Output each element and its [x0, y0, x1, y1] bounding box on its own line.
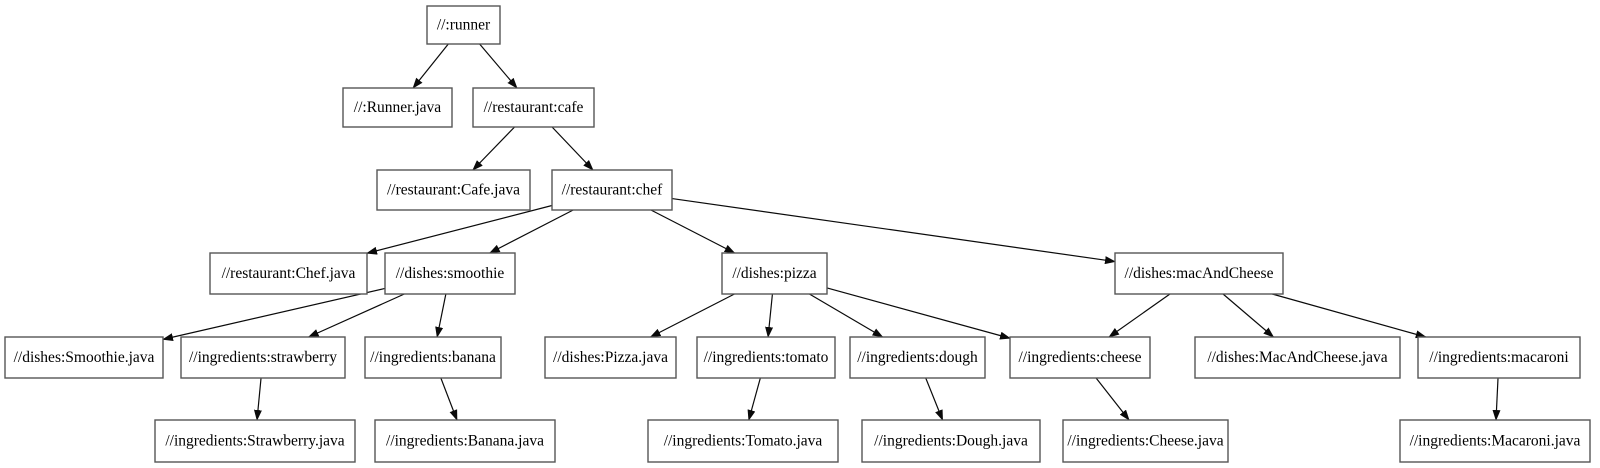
graph-node-cafe-java: //restaurant:Cafe.java [376, 169, 531, 211]
graph-node-label: //ingredients:tomato [704, 349, 829, 366]
graph-node-box [544, 336, 677, 379]
graph-node-cheese: //ingredients:cheese [1009, 336, 1151, 379]
graph-edge-macandcheese-macandcheese-java [1222, 293, 1275, 338]
graph-node-dough-java: //ingredients:Dough.java [861, 419, 1041, 463]
graph-node-box [861, 419, 1041, 463]
graph-node-cheese-java: //ingredients:Cheese.java [1062, 419, 1229, 463]
graph-node-label: //restaurant:Cafe.java [387, 182, 520, 199]
graph-edge-smoothie-strawberry [307, 293, 405, 338]
graph-edge-pizza-tomato [765, 293, 774, 338]
graph-node-box [154, 419, 356, 463]
graph-node-box [384, 252, 516, 295]
graph-node-label: //ingredients:Dough.java [874, 433, 1028, 450]
graph-node-macandcheese-java: //dishes:MacAndCheese.java [1194, 336, 1401, 379]
graph-edge-cheese-cheese-java [1095, 377, 1130, 421]
graph-node-box [1009, 336, 1151, 379]
graph-node-label: //ingredients:Tomato.java [664, 433, 823, 450]
graph-node-macandcheese: //dishes:macAndCheese [1114, 252, 1284, 295]
graph-node-box [472, 87, 595, 128]
graph-edge-runner-cafe [479, 43, 518, 89]
graph-node-banana: //ingredients:banana [364, 336, 502, 379]
graph-edge-runner-runner-java [412, 43, 449, 89]
graph-node-box [849, 336, 986, 379]
graph-node-tomato-java: //ingredients:Tomato.java [647, 419, 839, 463]
graph-node-label: //dishes:pizza [732, 265, 816, 282]
graph-node-label: //dishes:Smoothie.java [14, 349, 155, 366]
graph-node-label: //ingredients:Banana.java [386, 433, 544, 450]
graph-node-tomato: //ingredients:tomato [696, 336, 836, 379]
graph-node-label: //ingredients:Strawberry.java [165, 433, 344, 450]
graph-node-label: //:runner [437, 17, 491, 34]
graph-node-label: //restaurant:chef [562, 182, 664, 199]
graph-node-box [209, 252, 368, 295]
graph-edge-macaroni-macaroni-java [1492, 377, 1501, 421]
nodes-layer: //:runner //:Runner.java //restaurant:cafe… [4, 5, 1591, 463]
graph-node-box [551, 169, 673, 211]
graph-node-macaroni-java: //ingredients:Macaroni.java [1399, 419, 1591, 463]
graph-node-label: //ingredients:dough [857, 349, 978, 366]
graph-node-label: //restaurant:cafe [484, 99, 584, 116]
graph-node-box [376, 169, 531, 211]
graph-node-dough: //ingredients:dough [849, 336, 986, 379]
graph-node-label: //dishes:MacAndCheese.java [1207, 349, 1387, 366]
graph-node-label: //ingredients:cheese [1018, 349, 1141, 366]
graph-edge-smoothie-banana [435, 293, 447, 338]
graph-node-box [721, 252, 828, 295]
graph-node-box [1417, 336, 1581, 379]
graph-node-label: //restaurant:Chef.java [222, 265, 356, 282]
graph-edge-macandcheese-macaroni [1272, 293, 1427, 339]
graph-node-box [342, 87, 453, 128]
graph-edge-pizza-cheese [826, 287, 1011, 340]
graph-node-strawberry: //ingredients:strawberry [180, 336, 346, 379]
graph-node-label: //dishes:smoothie [396, 265, 505, 282]
graph-edge-macandcheese-cheese [1108, 293, 1171, 338]
graph-node-box [1062, 419, 1229, 463]
graph-node-chef: //restaurant:chef [551, 169, 673, 211]
graph-edge-chef-smoothie [488, 209, 574, 254]
graph-edge-pizza-dough [809, 293, 884, 338]
graph-edge-chef-pizza [650, 209, 736, 254]
graph-node-label: //ingredients:strawberry [189, 349, 337, 366]
graph-node-label: //ingredients:banana [370, 349, 496, 366]
graph-node-strawberry-java: //ingredients:Strawberry.java [154, 419, 356, 463]
graph-node-banana-java: //ingredients:Banana.java [374, 419, 556, 463]
graph-node-smoothie: //dishes:smoothie [384, 252, 516, 295]
graph-node-box [426, 5, 501, 45]
graph-node-pizza: //dishes:pizza [721, 252, 828, 295]
graph-edge-banana-banana-java [440, 377, 458, 421]
graph-edge-chef-chef-java [366, 204, 553, 255]
graph-node-box [180, 336, 346, 379]
graph-node-label: //:Runner.java [354, 99, 442, 116]
edges-layer [162, 43, 1501, 421]
graph-node-box [1194, 336, 1401, 379]
graph-edge-chef-macandcheese [671, 197, 1116, 265]
graph-node-box [4, 336, 164, 379]
graph-node-pizza-java: //dishes:Pizza.java [544, 336, 677, 379]
graph-node-box [696, 336, 836, 379]
graph-node-box [1399, 419, 1591, 463]
graph-node-label: //dishes:macAndCheese [1125, 265, 1274, 282]
graph-node-chef-java: //restaurant:Chef.java [209, 252, 368, 295]
graph-node-label: //ingredients:Cheese.java [1067, 433, 1223, 450]
graph-node-macaroni: //ingredients:macaroni [1417, 336, 1581, 379]
graph-node-box [647, 419, 839, 463]
graph-node-box [1114, 252, 1284, 295]
graph-edge-cafe-cafe-java [472, 126, 516, 171]
graph-edge-cafe-chef [551, 126, 594, 171]
graph-node-label: //dishes:Pizza.java [553, 349, 668, 366]
graph-node-runner: //:runner [426, 5, 501, 45]
graph-edge-pizza-pizza-java [649, 293, 735, 338]
graph-node-box [364, 336, 502, 379]
graph-edge-smoothie-smoothie-java [162, 287, 386, 342]
graph-node-runner-java: //:Runner.java [342, 87, 453, 128]
graph-node-label: //ingredients:Macaroni.java [1410, 433, 1581, 450]
graph-node-cafe: //restaurant:cafe [472, 87, 595, 128]
graph-node-label: //ingredients:macaroni [1429, 349, 1569, 366]
graph-node-smoothie-java: //dishes:Smoothie.java [4, 336, 164, 379]
graph-node-box [374, 419, 556, 463]
graph-edge-tomato-tomato-java [747, 377, 761, 421]
graph-edge-dough-dough-java [925, 377, 944, 421]
graph-edge-strawberry-strawberry-java [253, 377, 262, 421]
